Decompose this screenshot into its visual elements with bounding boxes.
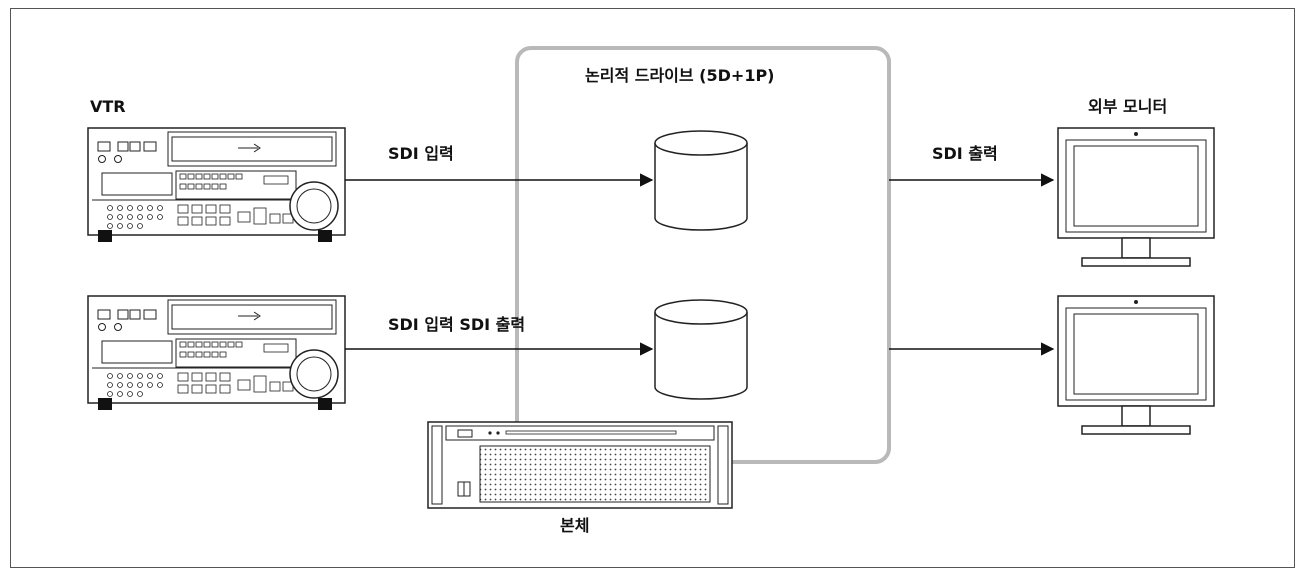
main-unit-label: 본체	[560, 516, 590, 535]
drive-cylinder-bottom	[654, 299, 748, 400]
vtr-label: VTR	[90, 97, 126, 116]
logical-drive-label: 논리적 드라이브 (5D+1P)	[585, 66, 775, 85]
external-monitor-bottom	[1057, 295, 1215, 435]
diagram-frame	[10, 8, 1295, 568]
logical-drive-enclosure	[515, 46, 891, 464]
vtr-device-bottom	[87, 295, 346, 410]
sdi-input-output-label-bottom: SDI 입력 SDI 출력	[388, 315, 526, 334]
sdi-output-label-top: SDI 출력	[932, 144, 998, 163]
external-monitor-top	[1057, 127, 1215, 267]
sdi-input-label-top: SDI 입력	[388, 144, 454, 163]
vtr-device-top	[87, 127, 346, 242]
main-unit-device	[427, 421, 733, 509]
external-monitor-label: 외부 모니터	[1088, 97, 1168, 116]
drive-cylinder-top	[654, 130, 748, 231]
